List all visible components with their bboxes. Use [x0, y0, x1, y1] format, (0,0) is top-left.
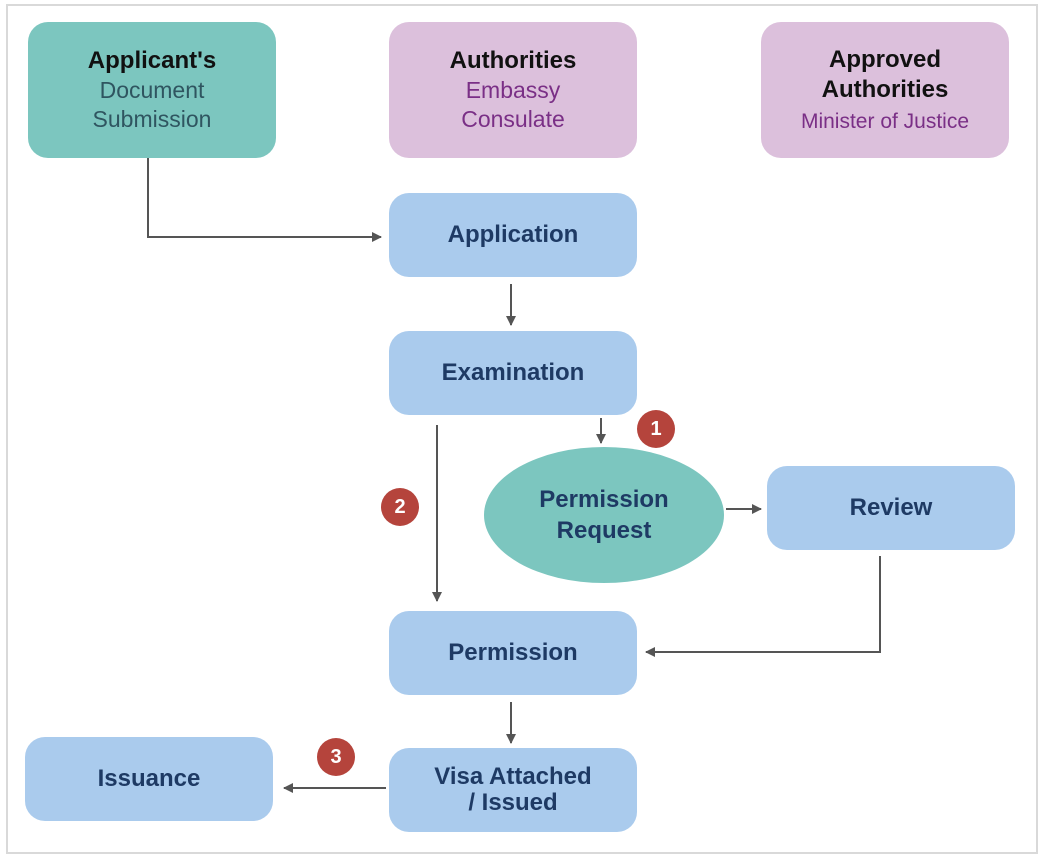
visa-issued-step: Visa Attached / Issued	[389, 748, 637, 832]
review-step-label: Review	[849, 494, 933, 521]
applicant-lane-title: Applicant's	[87, 47, 217, 75]
permission-step-label: Permission	[448, 639, 578, 666]
step-number-badge-2: 2	[381, 488, 419, 526]
applicant-lane-line2: Submission	[92, 106, 212, 132]
review-step: Review	[767, 466, 1015, 550]
approved-lane-title-line2: Authorities	[821, 75, 949, 103]
issuance-step-label: Issuance	[97, 765, 201, 792]
examination-step-label: Examination	[441, 359, 585, 386]
authorities-lane-line1: Embassy	[465, 77, 561, 104]
authorities-lane-line2: Consulate	[461, 106, 565, 132]
step-number-badge-3: 3	[317, 738, 355, 776]
applicant-lane-header: Applicant's Document Submission	[28, 22, 276, 158]
approved-authorities-lane-header: Approved Authorities Minister of Justice	[761, 22, 1009, 158]
permission-request-step: Permission Request	[484, 447, 724, 583]
step-number-badge-1: 1	[637, 410, 675, 448]
permission-step: Permission	[389, 611, 637, 695]
applicant-lane-line1: Document	[99, 77, 205, 104]
authorities-lane-header: Authorities Embassy Consulate	[389, 22, 637, 158]
examination-step: Examination	[389, 331, 637, 415]
approved-lane-line1: Minister of Justice	[800, 109, 970, 133]
permission-request-label-line1: Permission	[539, 485, 669, 513]
visa-issued-label-line2: / Issued	[468, 789, 558, 816]
issuance-step: Issuance	[25, 737, 273, 821]
authorities-lane-title: Authorities	[449, 47, 577, 75]
application-step: Application	[389, 193, 637, 277]
permission-request-label-line2: Request	[556, 517, 652, 544]
application-step-label: Application	[447, 221, 579, 248]
visa-issued-label-line1: Visa Attached	[434, 762, 592, 790]
approved-lane-title-line1: Approved	[828, 45, 941, 73]
